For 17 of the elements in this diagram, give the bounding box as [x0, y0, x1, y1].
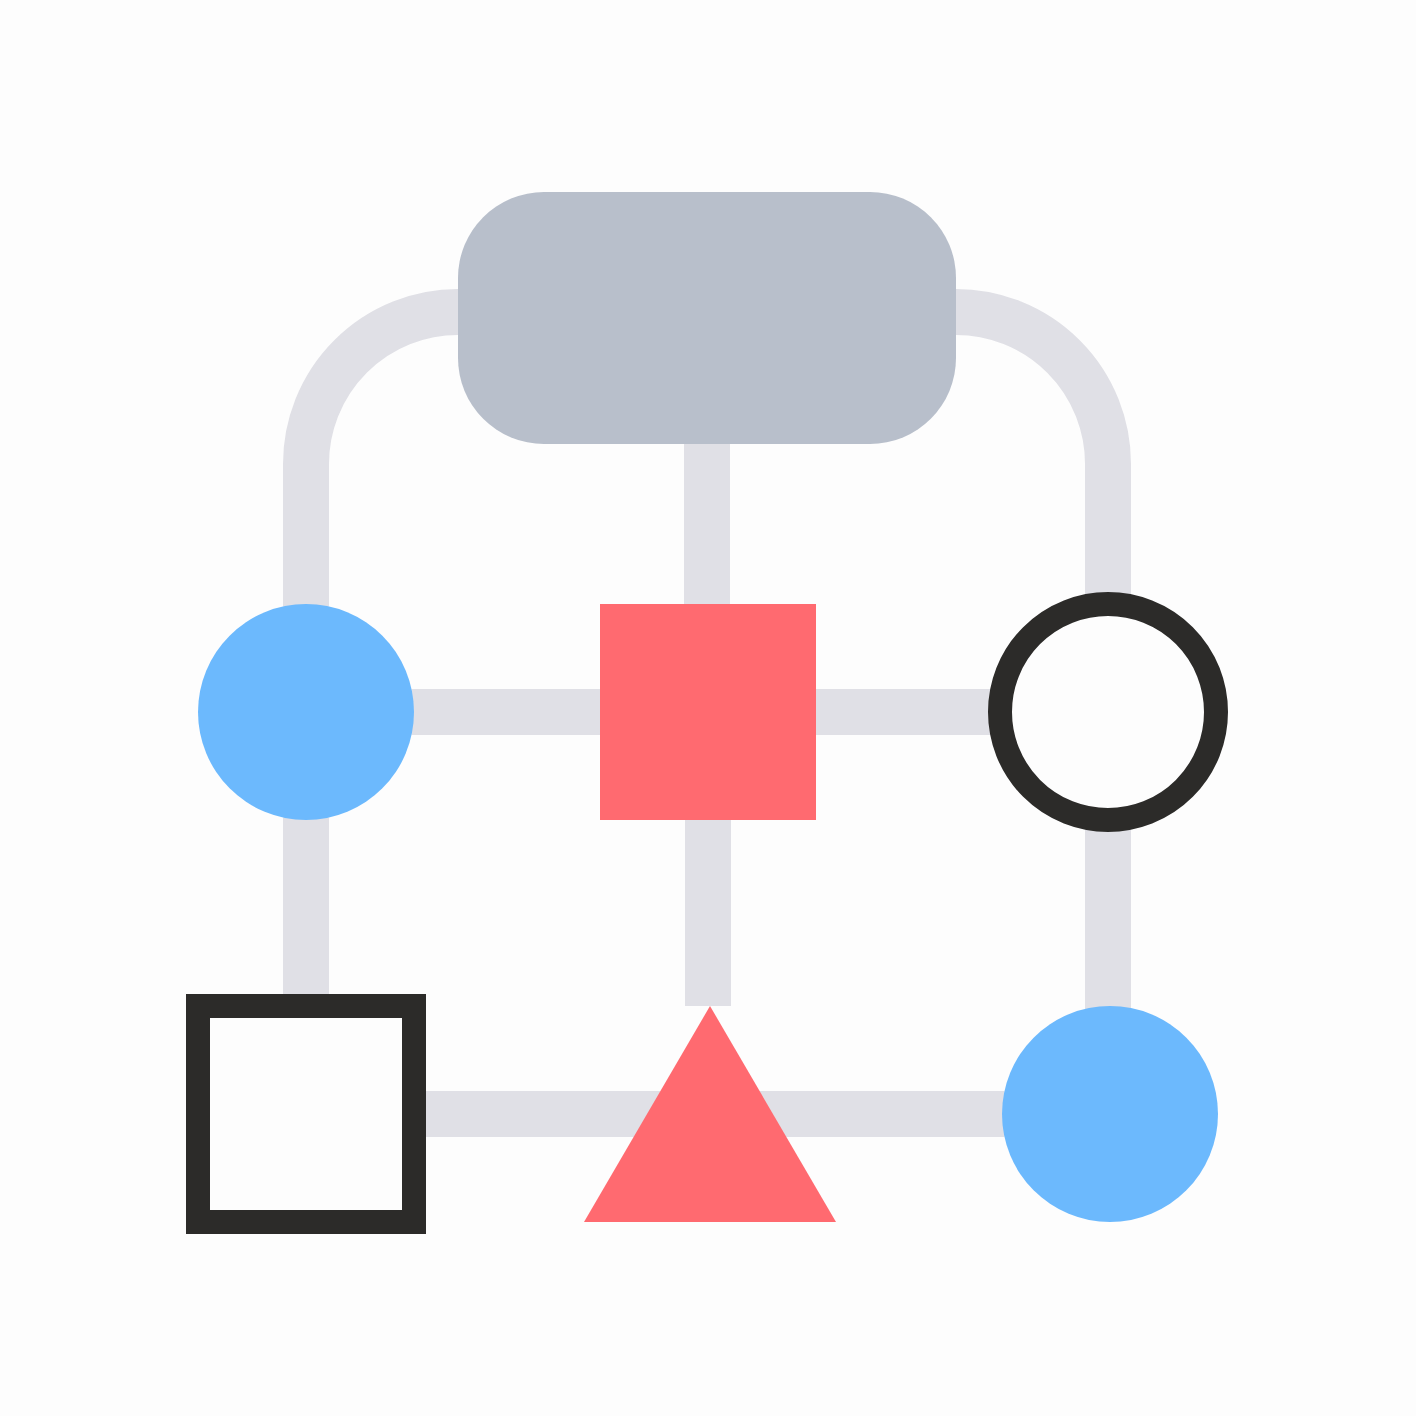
connector-line	[1085, 829, 1131, 1009]
circle	[1002, 1006, 1218, 1222]
square	[600, 604, 816, 820]
connector-line	[954, 289, 1131, 595]
connector-line	[426, 1091, 661, 1137]
connector-line	[684, 444, 730, 604]
hollow-square	[186, 994, 426, 1234]
connector-line	[816, 689, 991, 735]
connector-line	[411, 689, 600, 735]
connector-line	[283, 289, 460, 607]
triangle	[584, 1006, 836, 1222]
connector-line	[283, 817, 329, 994]
ring	[988, 592, 1228, 832]
rounded-rectangle	[458, 192, 956, 444]
circle	[198, 604, 414, 820]
connector-line	[759, 1091, 1005, 1137]
connector-line	[685, 820, 731, 1006]
